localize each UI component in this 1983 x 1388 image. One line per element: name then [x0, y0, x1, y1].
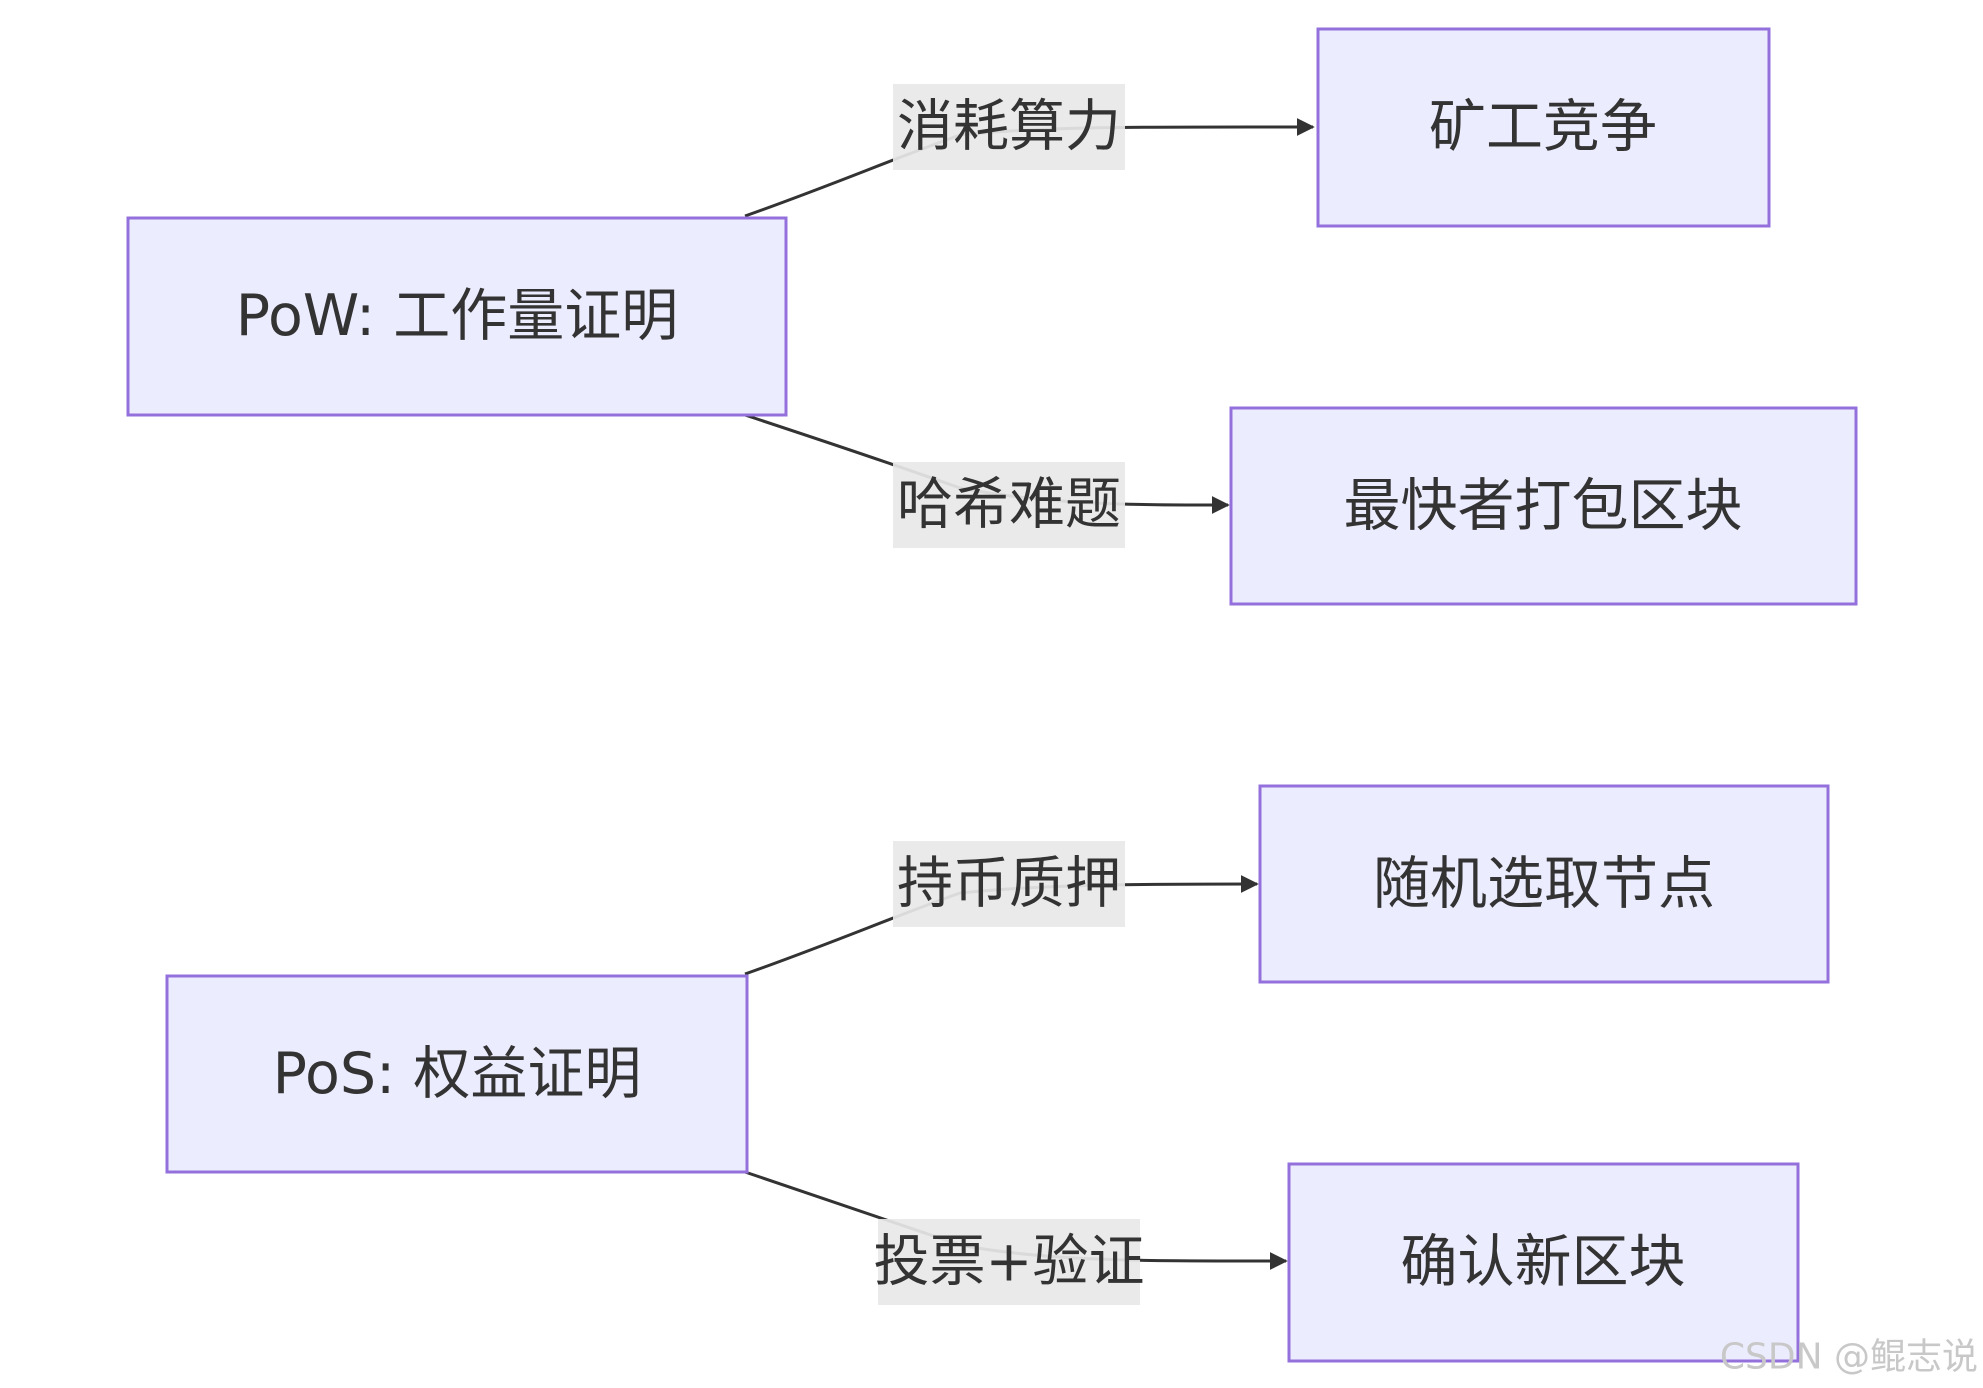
node-confirm-block-box	[1287, 1162, 1800, 1363]
node-miner-competition[interactable]: 矿工竞争	[1316, 27, 1771, 228]
edges-layer	[744, 117, 1315, 1271]
edge-label-bg	[893, 84, 1125, 170]
node-fastest-packs-block-box	[1229, 406, 1858, 606]
node-pos[interactable]: PoS: 权益证明	[165, 974, 749, 1174]
edge-label-text: 哈希难题	[897, 473, 1121, 538]
node-confirm-block[interactable]: 确认新区块	[1287, 1162, 1800, 1363]
node-pow-label: PoW: 工作量证明	[236, 283, 679, 349]
node-miner-competition-label: 矿工竞争	[1429, 94, 1657, 160]
edge-label-stake-coins: 持币质押	[893, 841, 1125, 927]
node-fastest-packs-block-label: 最快者打包区块	[1344, 473, 1743, 539]
watermark: CSDN @鲲志说	[1720, 1337, 1978, 1378]
node-pos-label: PoS: 权益证明	[273, 1041, 642, 1107]
edge-label-hash-puzzle: 哈希难题	[893, 462, 1125, 548]
node-pow-box	[126, 216, 788, 417]
edge-label-text: 消耗算力	[897, 95, 1121, 160]
node-confirm-block-label: 确认新区块	[1401, 1229, 1686, 1295]
edge-label-bg	[878, 1219, 1140, 1305]
edge-label-vote-verify: 投票+验证	[874, 1219, 1145, 1305]
edge-label-consume-power: 消耗算力	[893, 84, 1125, 170]
edge-label-text: 投票+验证	[874, 1230, 1145, 1295]
node-miner-competition-box	[1316, 27, 1771, 228]
node-random-select[interactable]: 随机选取节点	[1258, 784, 1830, 984]
node-pow[interactable]: PoW: 工作量证明	[126, 216, 788, 417]
node-random-select-box	[1258, 784, 1830, 984]
edge-label-text: 持币质押	[897, 852, 1121, 917]
node-random-select-label: 随机选取节点	[1373, 851, 1715, 917]
edge-label-bg	[893, 841, 1125, 927]
edge-label-bg	[893, 462, 1125, 548]
node-fastest-packs-block[interactable]: 最快者打包区块	[1229, 406, 1858, 606]
node-pos-box	[165, 974, 749, 1174]
